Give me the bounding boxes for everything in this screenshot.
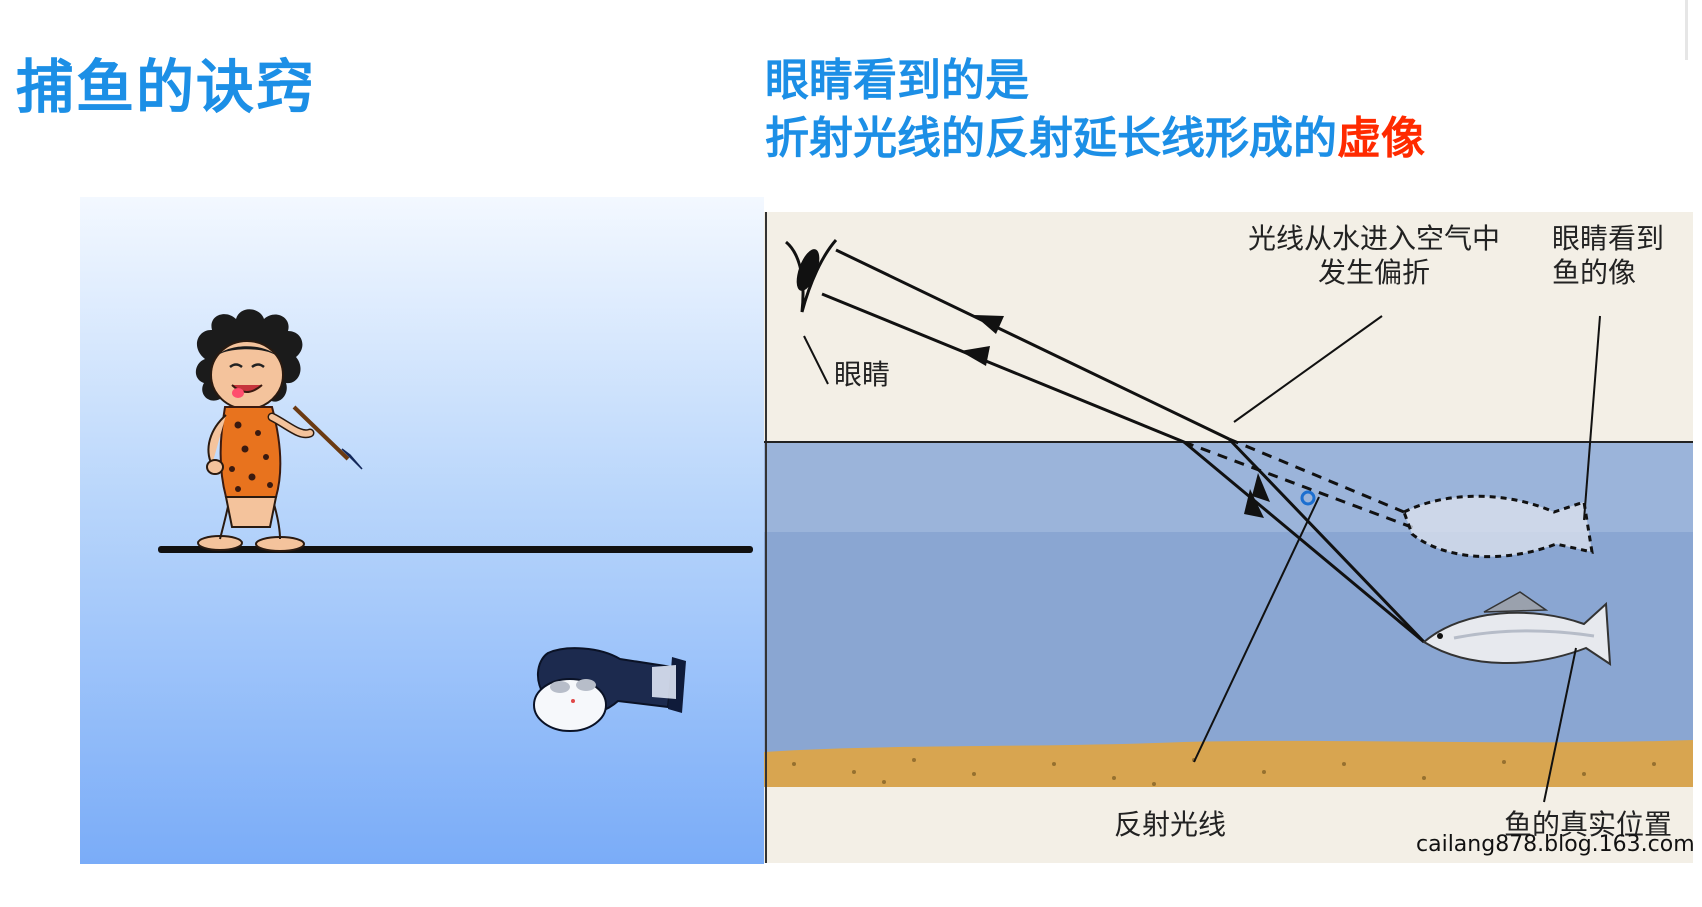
caption-line-1: 眼睛看到的是 (765, 55, 1029, 106)
shore-line (158, 546, 753, 553)
pufferfish (533, 647, 686, 732)
label-reflected-ray: 反射光线 (1114, 808, 1227, 841)
sand-bed (764, 740, 1693, 787)
virtual-fish-image (1402, 494, 1594, 559)
label-eye: 眼睛 (834, 358, 891, 391)
ray-arrowheads (960, 315, 1270, 518)
watermark: cailang878.blog.163.com (1416, 832, 1693, 857)
refraction-diagram: 光线从水进入空气中 发生偏折 眼睛看到 鱼的像 眼睛 反射光线 鱼的真实位置 c… (764, 212, 1693, 863)
label-true-position: 鱼的真实位置 (1504, 808, 1673, 841)
label-eye-sees-image: 眼睛看到 鱼的像 (1552, 222, 1664, 290)
label-refraction: 光线从水进入空气中 发生偏折 (1248, 222, 1500, 290)
cursor-marker (1300, 490, 1316, 506)
cartoon-scene (80, 197, 764, 864)
light-rays (821, 248, 1426, 644)
label-refraction-line2: 发生偏折 (1318, 256, 1431, 289)
caption-line-2: 折射光线的反射延长线形成的虚像 (765, 110, 1425, 168)
real-fish (1422, 591, 1612, 666)
label-refraction-line1: 光线从水进入空气中 (1248, 222, 1501, 255)
diagram-caption: 眼睛看到的是 折射光线的反射延长线形成的虚像 (765, 52, 1425, 168)
caption-line-2-text: 折射光线的反射延长线形成的 (765, 113, 1337, 164)
refraction-illustration (764, 212, 1693, 863)
caveman-figure (195, 309, 363, 552)
label-eye-sees-line1: 眼睛看到 (1552, 222, 1665, 255)
eye-drawing (784, 239, 838, 385)
cartoon-illustration (158, 309, 753, 732)
air-region (764, 212, 1693, 442)
label-eye-sees-line2: 鱼的像 (1552, 256, 1637, 289)
caption-highlight-virtual-image: 虚像 (1337, 113, 1425, 164)
label-leader-lines (1193, 315, 1601, 803)
virtual-extension-lines (1183, 437, 1415, 530)
page-title: 捕鱼的诀窍 (16, 53, 317, 121)
edge-decoration (1685, 0, 1702, 60)
